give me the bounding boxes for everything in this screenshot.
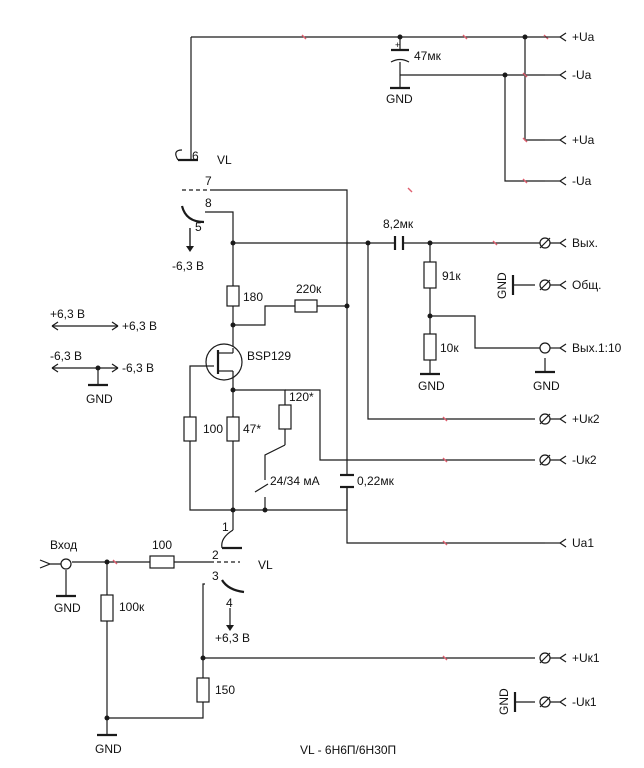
label-gnd-common: GND bbox=[495, 272, 509, 299]
label-r150: 150 bbox=[215, 683, 235, 697]
mosfet-bsp129 bbox=[205, 343, 243, 381]
label-gnd-in: GND bbox=[54, 601, 81, 615]
label-ua-pos-2: +Ua bbox=[572, 133, 595, 147]
label-heat-neg-left: -6,3 В bbox=[50, 349, 82, 363]
label-gnd-heat: GND bbox=[86, 392, 113, 406]
resistor-100k bbox=[100, 594, 114, 622]
label-r180: 180 bbox=[243, 290, 263, 304]
label-uk2-pos: +Uк2 bbox=[572, 412, 600, 426]
svg-text:+: + bbox=[395, 40, 400, 50]
wire-marks bbox=[112, 34, 549, 661]
label-input: Вход bbox=[50, 538, 77, 552]
resistor-120 bbox=[278, 404, 292, 430]
label-common: Общ. bbox=[572, 278, 601, 292]
label-uk2-neg: -Uк2 bbox=[572, 453, 597, 467]
label-vl-top: VL bbox=[217, 153, 232, 167]
resistor-220k bbox=[294, 299, 318, 313]
label-footer: VL - 6Н6П/6Н30П bbox=[300, 743, 396, 757]
label-ua-neg-1: -Ua bbox=[572, 68, 592, 82]
label-pin4: 4 bbox=[226, 596, 233, 610]
label-pin6: 6 bbox=[192, 149, 199, 163]
label-out: Вых. bbox=[572, 236, 598, 250]
junction-dots bbox=[95, 34, 528, 721]
label-cap-47: 47мк bbox=[414, 49, 442, 63]
label-pin1: 1 bbox=[222, 520, 229, 534]
label-r100-in: 100 bbox=[152, 538, 172, 552]
label-r220k: 220к bbox=[296, 282, 322, 296]
label-gnd-div: GND bbox=[418, 379, 445, 393]
label-pin7: 7 bbox=[205, 174, 212, 188]
label-cap-022: 0,22мк bbox=[357, 474, 395, 488]
label-pin2: 2 bbox=[212, 548, 219, 562]
label-ua1: Ua1 bbox=[572, 536, 594, 550]
resistor-100-gate bbox=[183, 416, 197, 442]
ground-symbols bbox=[56, 86, 555, 737]
text-labels: +Ua 47мк -Ua GND +Ua VL 6 7 -Ua 8 5 8,2м… bbox=[50, 30, 622, 757]
label-pin5: 5 bbox=[195, 220, 202, 234]
label-heat-pos-left: +6,3 В bbox=[50, 307, 85, 321]
label-pin8: 8 bbox=[205, 196, 212, 210]
resistor-180 bbox=[226, 285, 240, 307]
label-uk1-pos: +Uк1 bbox=[572, 651, 600, 665]
label-pin3: 3 bbox=[212, 569, 219, 583]
capacitors: + bbox=[340, 40, 410, 489]
label-heat-neg-right: -6,3 В bbox=[122, 361, 154, 375]
label-r91k: 91к bbox=[442, 269, 461, 283]
label-r100-gate: 100 bbox=[203, 422, 223, 436]
wires bbox=[52, 36, 546, 735]
label-gnd-uk1: GND bbox=[497, 688, 511, 715]
label-uk1-neg: -Uк1 bbox=[572, 695, 597, 709]
label-vl-bottom: VL bbox=[258, 558, 273, 572]
label-heater-neg: -6,3 В bbox=[172, 259, 204, 273]
label-r120: 120* bbox=[289, 390, 314, 404]
connectors bbox=[39, 32, 567, 708]
label-cap-out: 8,2мк bbox=[383, 217, 414, 231]
tube-top bbox=[175, 149, 205, 252]
label-ua-neg-2: -Ua bbox=[572, 174, 592, 188]
label-gnd-bottom: GND bbox=[95, 742, 122, 756]
resistor-91k bbox=[423, 261, 437, 289]
label-r10k: 10к bbox=[440, 341, 459, 355]
label-current: 24/34 мА bbox=[270, 474, 320, 488]
resistor-100-input bbox=[149, 555, 175, 569]
resistor-150 bbox=[196, 677, 210, 703]
label-mosfet: BSP129 bbox=[247, 349, 291, 363]
label-r100k: 100к bbox=[119, 600, 145, 614]
resistor-10k bbox=[423, 333, 437, 361]
resistors bbox=[100, 261, 437, 703]
label-heater-pos: +6,3 В bbox=[215, 631, 250, 645]
label-r47: 47* bbox=[243, 422, 261, 436]
label-out-div: Вых.1:10 bbox=[572, 341, 622, 355]
resistor-47 bbox=[226, 416, 240, 442]
label-ua-pos-1: +Ua bbox=[572, 30, 595, 44]
label-gnd-top: GND bbox=[386, 92, 413, 106]
label-gnd-div-out: GND bbox=[533, 379, 560, 393]
label-heat-pos-right: +6,3 В bbox=[122, 319, 157, 333]
tube-bottom bbox=[221, 529, 245, 631]
